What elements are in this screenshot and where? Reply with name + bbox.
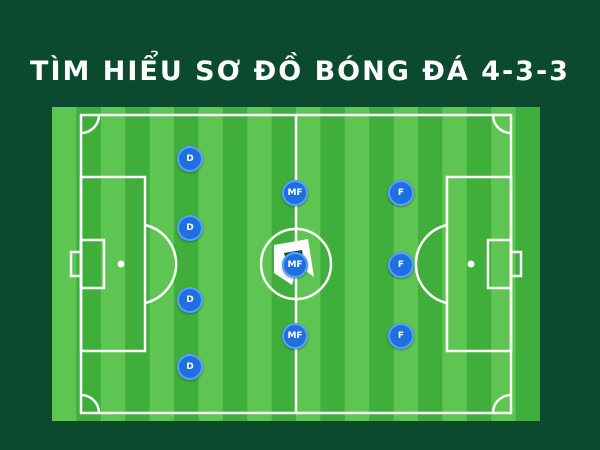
football-pitch: D D D D MF MF MF F F F <box>52 107 540 421</box>
pitch-markings <box>52 107 540 421</box>
player-marker: MF <box>282 252 308 278</box>
player-marker: F <box>388 252 414 278</box>
corner-arc-bottom-left <box>80 393 101 414</box>
pitch-stripes <box>52 107 540 421</box>
player-marker: D <box>177 215 203 241</box>
corner-arc-top-left <box>80 114 101 135</box>
corner-arc-top-right <box>491 114 512 135</box>
right-penalty-spot <box>467 260 475 268</box>
left-penalty-spot <box>117 260 125 268</box>
player-marker: D <box>177 146 203 172</box>
player-marker: MF <box>282 323 308 349</box>
right-goal <box>509 250 523 278</box>
player-marker: D <box>177 287 203 313</box>
page-title: TÌM HIỂU SƠ ĐỒ BÓNG ĐÁ 4-3-3 <box>30 56 570 87</box>
player-marker: F <box>388 180 414 206</box>
left-goal <box>69 250 83 278</box>
left-penalty-arc <box>144 223 178 305</box>
player-marker: F <box>388 323 414 349</box>
player-marker: MF <box>282 180 308 206</box>
center-circle <box>259 227 333 301</box>
player-marker: D <box>177 354 203 380</box>
corner-arc-bottom-right <box>491 393 512 414</box>
right-penalty-arc <box>414 223 448 305</box>
